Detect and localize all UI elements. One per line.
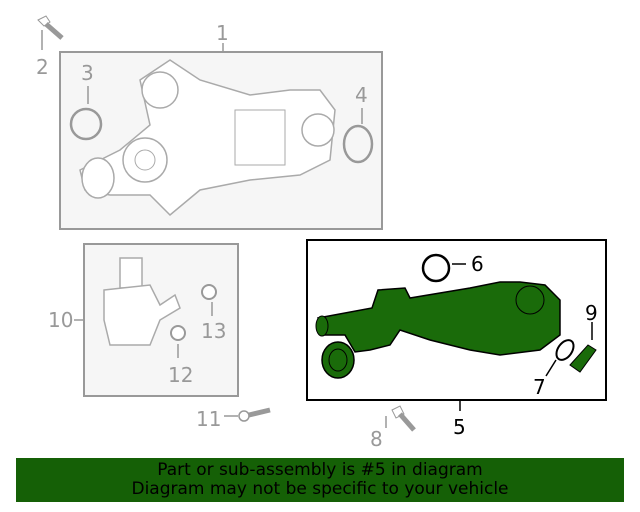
callout-7[interactable]: 7 [533,375,546,399]
banner-line-2: Diagram may not be specific to your vehi… [131,479,509,499]
part-6-o-ring[interactable] [421,253,451,283]
callout-9[interactable]: 9 [585,301,598,325]
part-13-nut[interactable] [201,284,217,300]
part-10-auxiliary-pump[interactable] [83,243,239,397]
part-3-o-ring[interactable] [69,107,103,141]
part-9-sensor[interactable] [569,344,597,373]
part-11-bolt[interactable] [238,407,271,422]
part-5-thermostat-housing[interactable] [306,239,607,401]
banner-line-1: Part or sub-assembly is #5 in diagram [157,460,483,480]
callout-1[interactable]: 1 [216,21,229,45]
part-1-water-pump[interactable] [59,51,383,230]
part-4-o-ring[interactable] [342,124,374,164]
callout-4[interactable]: 4 [355,83,368,107]
callout-10[interactable]: 10 [48,308,73,332]
callout-8[interactable]: 8 [370,427,383,451]
part-8-bolt[interactable] [391,405,416,432]
part-12-nut[interactable] [170,325,186,341]
part-7-gasket[interactable] [553,337,577,363]
fitment-banner: Part or sub-assembly is #5 in diagram Di… [16,458,624,502]
callout-12[interactable]: 12 [168,363,193,387]
callout-2[interactable]: 2 [36,55,49,79]
callout-5[interactable]: 5 [453,415,466,439]
callout-13[interactable]: 13 [201,319,226,343]
callout-6[interactable]: 6 [471,252,484,276]
part-2-bolt[interactable] [37,15,64,40]
callout-3[interactable]: 3 [81,61,94,85]
callout-11[interactable]: 11 [196,407,221,431]
